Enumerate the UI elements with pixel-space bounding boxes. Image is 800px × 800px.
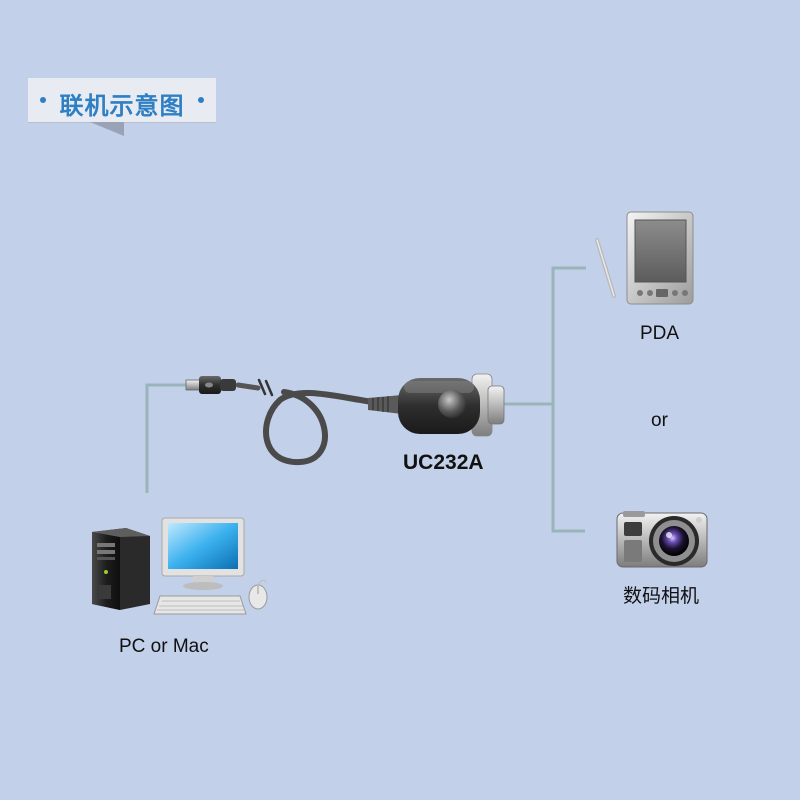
camera-label: 数码相机 [623,585,700,607]
diagram-title: 联机示意图 [59,92,185,120]
device-label: UC232A [403,451,484,474]
camera-icon [616,511,708,568]
connector-lines [145,266,586,533]
pda-label: PDA [640,323,680,344]
pc-tower-icon [92,528,150,610]
mouse-icon [248,579,268,610]
stylus-icon [595,238,616,298]
or-label: or [651,410,668,431]
title-banner: 联机示意图 [28,78,216,136]
pda-icon [626,211,694,305]
bullet-icon [40,97,46,103]
uc232a-adapter-icon [368,373,505,437]
usb-cable [235,378,383,466]
host-label: PC or Mac [119,636,209,657]
monitor-icon [161,517,245,590]
usb-plug-icon [185,376,236,394]
bullet-icon [198,97,204,103]
keyboard-icon [153,595,247,615]
